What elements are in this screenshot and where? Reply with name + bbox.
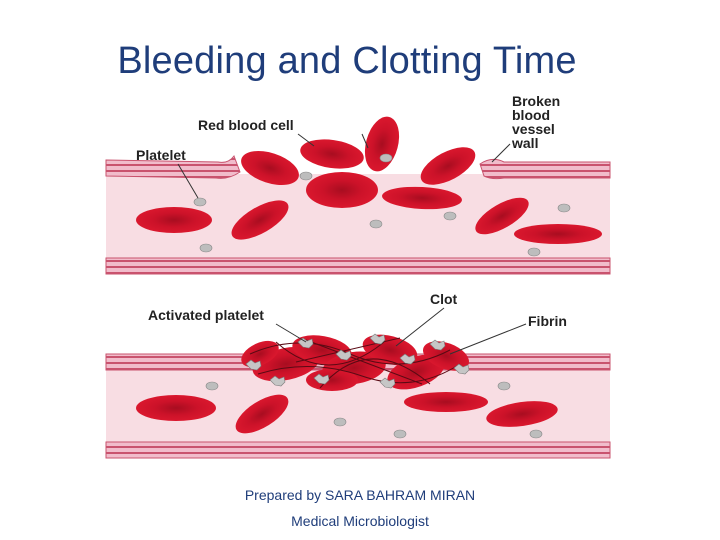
activated-platelet [379,377,396,389]
red-blood-cell [404,392,488,412]
red-blood-cells-bottom [136,392,558,434]
platelet [529,429,543,439]
red-blood-cell [387,354,445,390]
activated-platelet [269,375,286,387]
platelet [443,211,457,221]
platelet [379,153,393,163]
platelet [205,381,219,391]
red-blood-cell [231,200,289,240]
red-blood-cell [514,224,602,244]
red-blood-cell [235,394,289,434]
leader-line [395,307,445,347]
platelet [497,381,511,391]
leader-line [491,143,511,163]
label-platelet: Platelet [136,147,186,163]
platelets-bottom [205,381,543,439]
platelet [193,197,207,207]
red-blood-cell [475,197,529,235]
hemostasis-illustration: Red blood cell Platelet Broken blood ves… [105,93,611,459]
activated-platelet [335,349,352,361]
leader-line [275,323,307,343]
label-fibrin: Fibrin [528,313,567,329]
vessel-wall-upper-right [479,158,611,180]
platelet [199,243,213,253]
activated-platelet [429,339,446,351]
platelet [299,171,313,181]
activated-platelet [399,353,416,365]
bottom-panel: Activated platelet Clot Fibrin [105,291,611,459]
label-clot: Clot [430,291,458,307]
label-broken-wall-line: blood [512,107,550,123]
slide-title: Bleeding and Clotting Time [117,40,577,82]
red-blood-cell [136,395,216,421]
platelet [527,247,541,257]
label-red-blood-cell: Red blood cell [198,117,294,133]
hemostasis-diagram: Red blood cell Platelet Broken blood ves… [100,92,612,468]
activated-platelets [245,333,470,389]
label-broken-wall-line: vessel [512,121,555,137]
platelet [393,429,407,439]
activated-platelet [313,373,330,385]
author-role: Medical Microbiologist [291,513,429,529]
leader-line [361,133,369,149]
platelet [369,219,383,229]
activated-platelet [245,359,262,371]
red-blood-cell [306,172,378,208]
red-blood-cell [241,150,299,186]
red-blood-cell [300,139,364,169]
leader-line [177,163,199,199]
activated-platelet [297,337,314,349]
vessel-wall-lower-bottom [105,441,611,459]
label-activated-platelet: Activated platelet [148,307,264,323]
leader-line [297,133,315,147]
red-blood-cell [420,147,476,185]
platelets-top [193,153,571,257]
label-broken-wall-line: wall [511,135,538,151]
vessel-wall-lower-top [105,257,611,275]
prepared-by: Prepared by SARA BAHRAM MIRAN [244,487,476,503]
clot [241,333,470,391]
leader-line [449,323,527,355]
activated-platelet [369,333,386,345]
red-blood-cell [136,207,212,233]
platelet [557,203,571,213]
red-blood-cell [382,186,462,210]
top-panel: Red blood cell Platelet Broken blood ves… [105,93,611,275]
vessel-wall-upper-left [105,154,241,179]
label-broken-wall: Broken blood vessel wall [511,93,560,151]
red-blood-cell [486,401,558,427]
activated-platelet [453,363,470,375]
platelet [333,417,347,427]
label-broken-wall-line: Broken [512,93,560,109]
